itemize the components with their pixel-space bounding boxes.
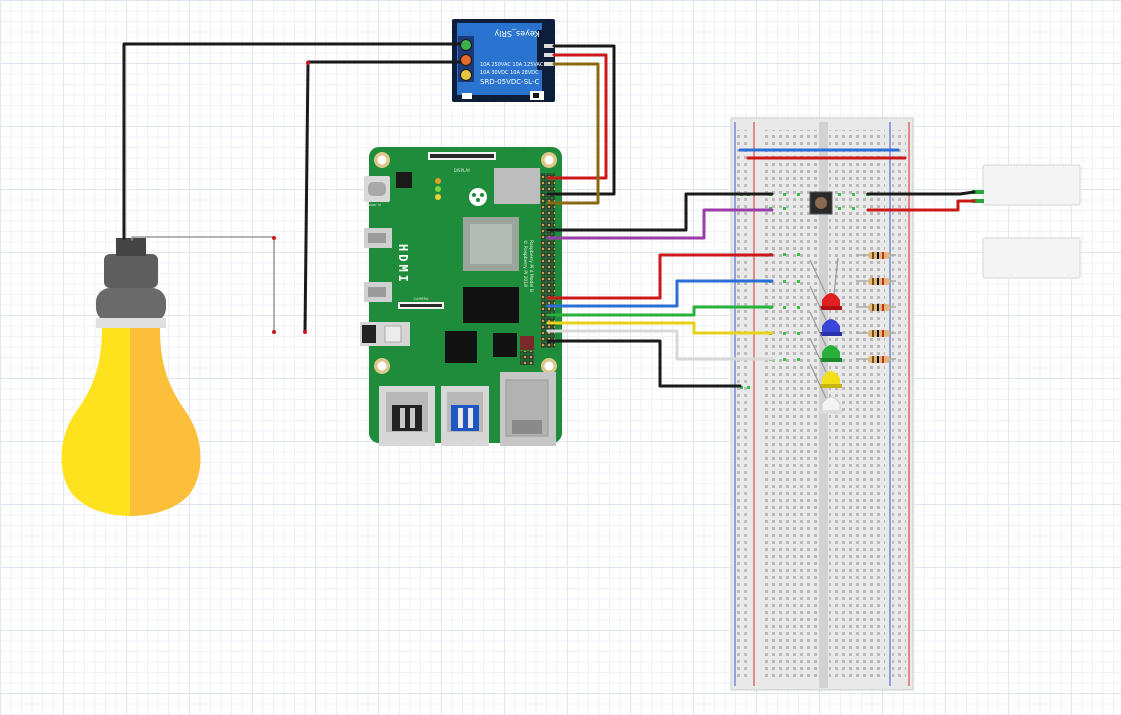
light-bulb <box>61 238 201 516</box>
wire-brown <box>546 62 600 205</box>
pi-silk-line1: Raspberry Pi 4 Model B <box>528 240 534 292</box>
pi-camera-label: CAMERA <box>414 297 429 301</box>
resistor <box>856 252 896 259</box>
wire-black <box>866 190 976 196</box>
leds <box>809 257 842 414</box>
wire-white <box>546 329 774 361</box>
resistor <box>856 304 896 311</box>
wire-black <box>546 44 616 196</box>
resistor <box>856 330 896 337</box>
resistor <box>856 356 896 363</box>
wire-red <box>546 253 774 300</box>
wire-purple <box>546 208 774 240</box>
wire-black <box>546 339 742 388</box>
wire-blue <box>546 279 774 308</box>
led-green <box>809 311 842 362</box>
wire-black <box>122 42 462 240</box>
resistors <box>856 252 896 363</box>
relay-module: Keyes_SRly 10A 250VAC 10A 125VAC 10A 30V… <box>452 19 555 102</box>
pi-display-label: DISPLAY <box>454 168 471 173</box>
wire-yellow <box>546 321 774 335</box>
relay-brand-label: Keyes_SRly <box>494 29 539 38</box>
push-button <box>809 191 833 215</box>
magnetic-door-sensor <box>972 164 1081 279</box>
relay-model-label: SRD-05VDC-SL-C <box>480 78 539 86</box>
pi-power-label: Power In <box>366 203 381 207</box>
relay-rating-line1: 10A 250VAC 10A 125VAC <box>480 62 544 68</box>
wire-black <box>546 192 774 232</box>
led-red <box>809 257 842 310</box>
led-yellow <box>809 337 842 388</box>
relay-rating-line2: 10A 30VDC 10A 28VDC <box>480 70 539 76</box>
pi-silk-line2: © Raspberry Pi 2018 <box>522 240 529 287</box>
wire-green <box>546 305 774 317</box>
led-blue <box>809 285 842 336</box>
resistor <box>856 278 896 285</box>
pi-hdmi-label: HDMI <box>396 244 410 285</box>
led-white <box>809 363 842 414</box>
raspberry-pi-board: DISPLAY Power In CAMERA <box>360 147 562 446</box>
wire-red <box>546 53 608 180</box>
raspberry-logo <box>469 188 487 206</box>
wire-gray-thin <box>131 236 275 333</box>
wire-red <box>866 199 976 212</box>
